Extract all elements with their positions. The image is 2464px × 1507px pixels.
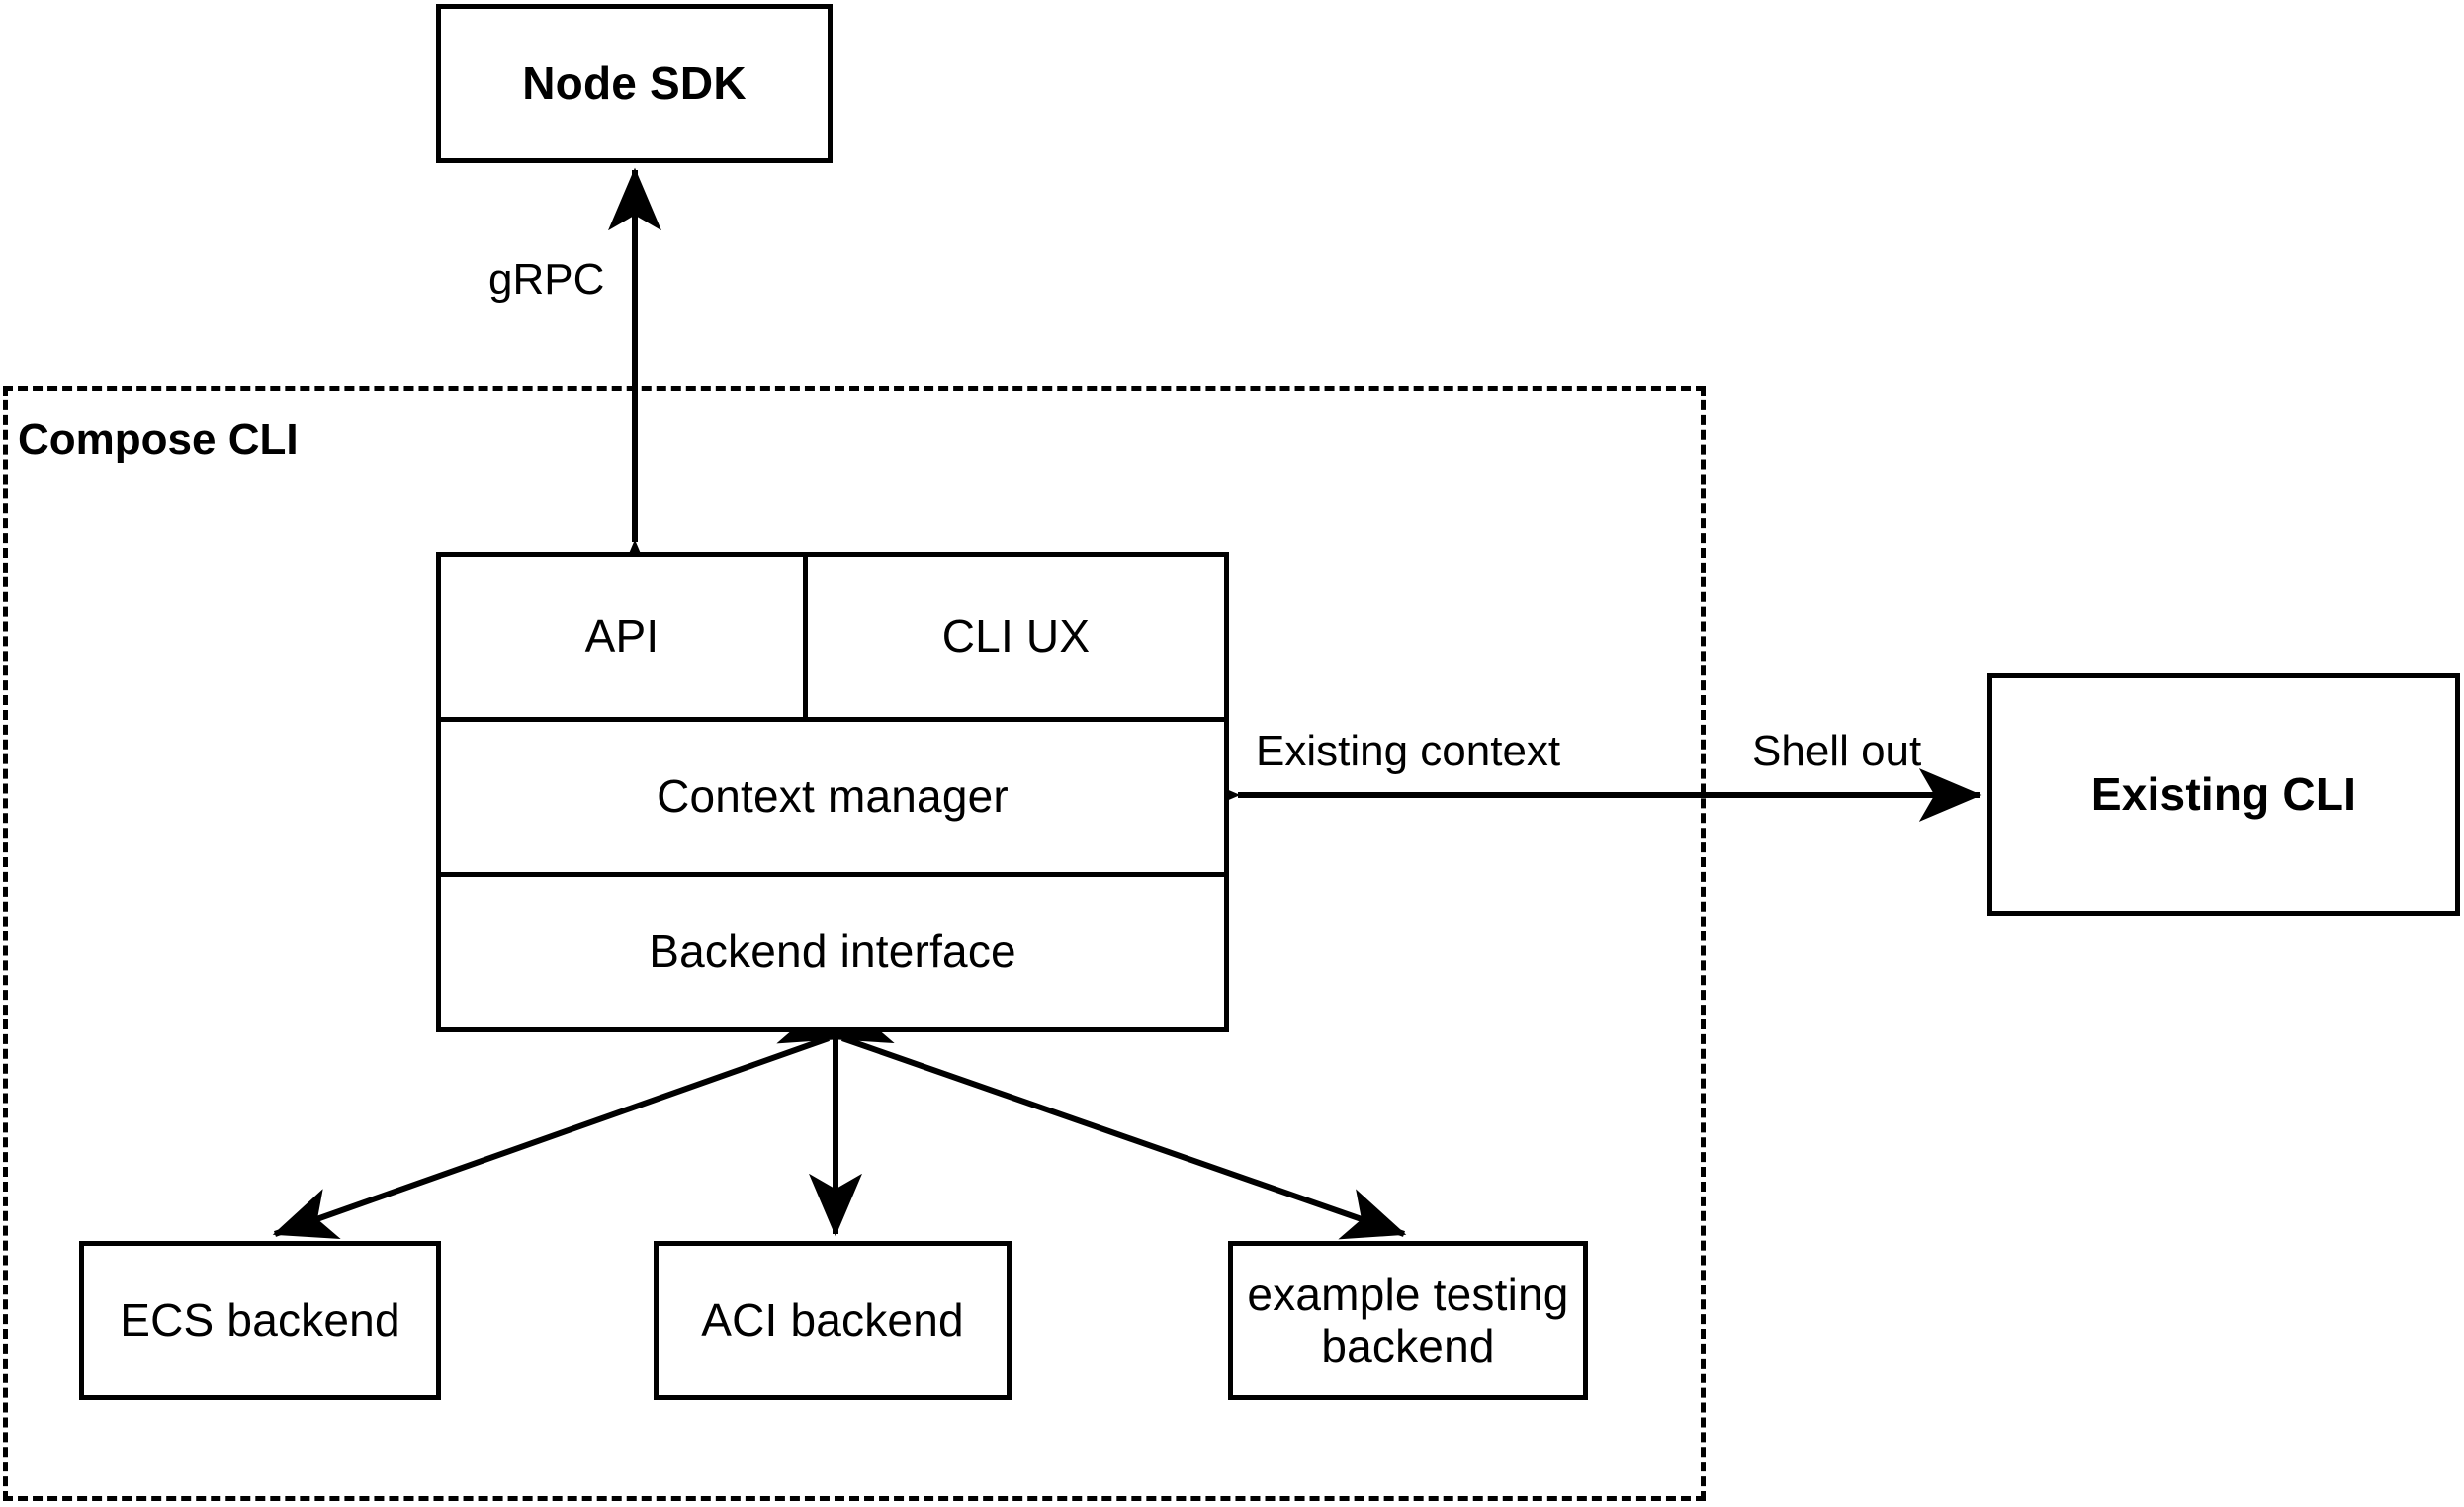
- stack-row-context-manager: Context manager: [441, 717, 1224, 872]
- api-cell[interactable]: API: [441, 557, 803, 717]
- cli-ux-cell[interactable]: CLI UX: [803, 557, 1224, 717]
- node-sdk-label: Node SDK: [522, 56, 747, 109]
- existing-context-edge-label: Existing context: [1256, 727, 1561, 775]
- compose-cli-group: [3, 386, 1706, 1501]
- context-manager-cell[interactable]: Context manager: [441, 722, 1224, 872]
- example-testing-backend-label-line2: backend: [1321, 1319, 1495, 1372]
- existing-cli-label: Existing CLI: [2090, 767, 2357, 820]
- compose-cli-stack: API CLI UX Context manager Backend inter…: [436, 552, 1229, 1032]
- ecs-backend-label: ECS backend: [120, 1293, 400, 1346]
- api-label: API: [584, 610, 660, 663]
- backend-interface-cell[interactable]: Backend interface: [441, 877, 1224, 1027]
- example-testing-backend-box[interactable]: example testing backend: [1228, 1241, 1588, 1400]
- context-manager-label: Context manager: [657, 770, 1009, 823]
- grpc-edge-label: gRPC: [488, 255, 605, 304]
- stack-row-api-cliux: API CLI UX: [441, 557, 1224, 717]
- shell-out-edge-label: Shell out: [1752, 727, 1922, 775]
- aci-backend-box[interactable]: ACI backend: [654, 1241, 1012, 1400]
- existing-cli-box[interactable]: Existing CLI: [1987, 673, 2460, 916]
- cli-ux-label: CLI UX: [941, 610, 1091, 663]
- backend-interface-label: Backend interface: [649, 926, 1016, 978]
- example-testing-backend-label-line1: example testing: [1247, 1268, 1569, 1320]
- aci-backend-label: ACI backend: [701, 1293, 964, 1346]
- compose-cli-group-title: Compose CLI: [18, 415, 299, 464]
- ecs-backend-box[interactable]: ECS backend: [79, 1241, 441, 1400]
- node-sdk-box[interactable]: Node SDK: [436, 4, 833, 163]
- example-testing-backend-label: example testing backend: [1237, 1268, 1578, 1372]
- stack-row-backend-interface: Backend interface: [441, 872, 1224, 1027]
